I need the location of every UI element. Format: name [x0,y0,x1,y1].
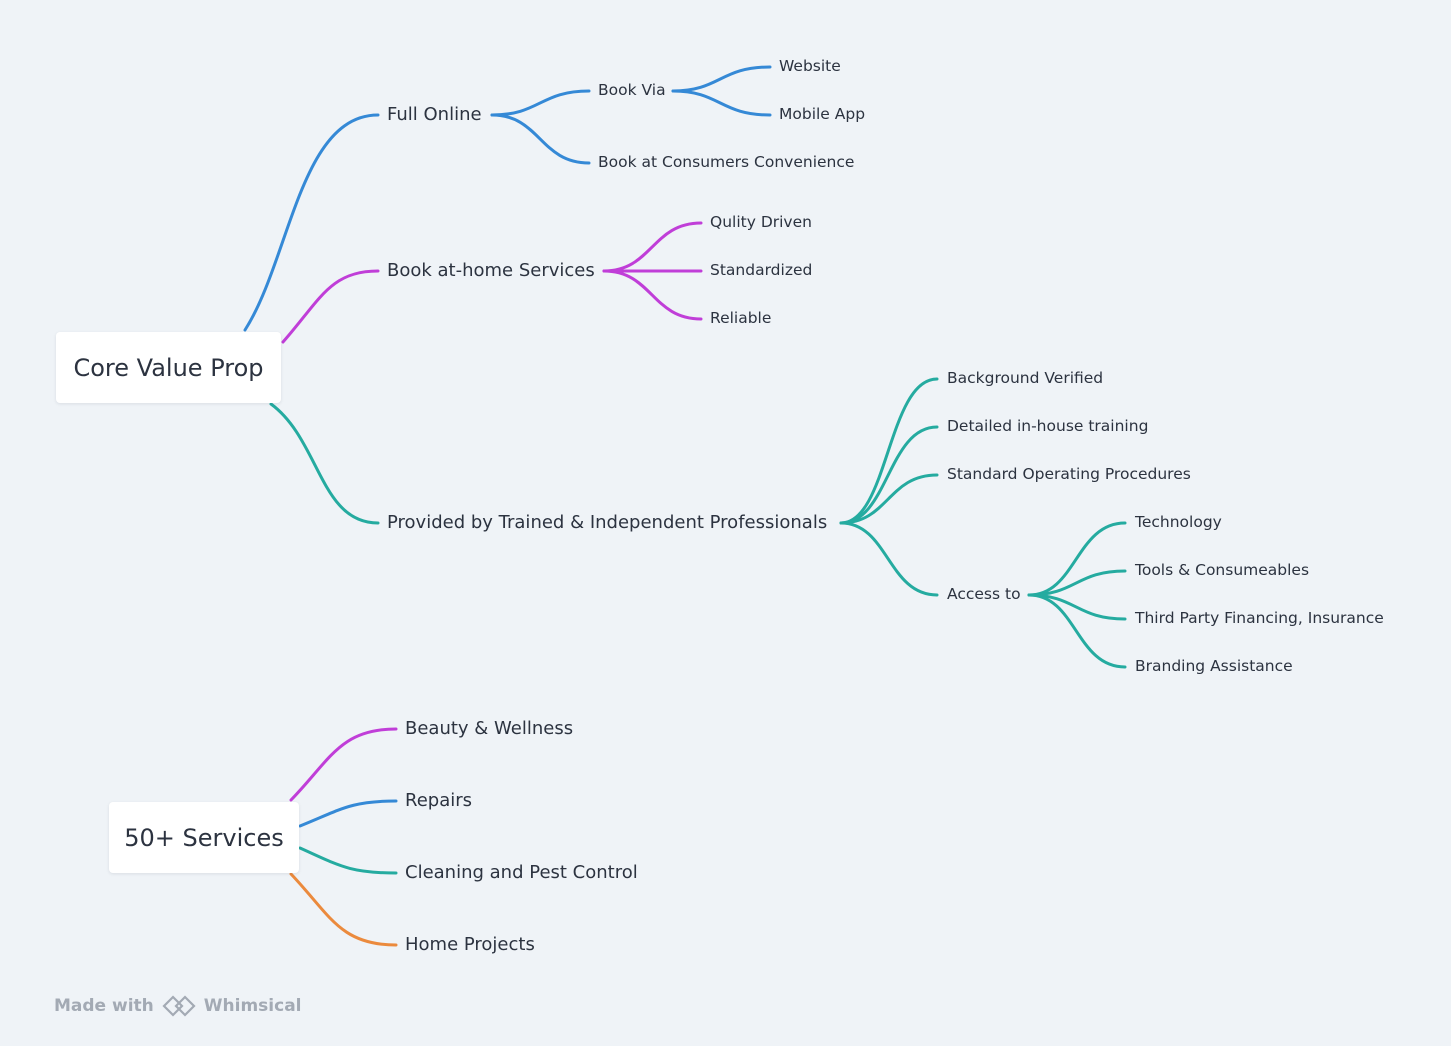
edge-services-home-projects [289,872,398,947]
edge-book-via-website [671,65,772,93]
root-node-label: 50+ Services [124,823,284,852]
node-home-projects[interactable]: Home Projects [405,934,535,955]
edge-core-book-at-home [281,269,380,344]
edge-access-branding [1027,593,1127,669]
edge-provided-sop [839,473,939,525]
made-with-whimsical-badge[interactable]: Made with Whimsical [54,993,302,1019]
edge-provided-background [839,377,939,525]
node-detailed-training[interactable]: Detailed in-house training [947,417,1149,435]
edge-provided-access [839,521,939,597]
edge-access-technology [1027,521,1127,597]
edge-at-home-reliable [602,269,703,321]
node-book-at-home-services[interactable]: Book at-home Services [387,260,595,281]
node-mobile-app[interactable]: Mobile App [779,105,866,123]
node-reliable[interactable]: Reliable [710,309,772,327]
edge-core-full-online [243,113,380,332]
node-tools-consumeables[interactable]: Tools & Consumeables [1135,561,1310,579]
whimsical-brand-label: Whimsical [203,996,302,1016]
edge-book-via-mobile-app [671,89,772,117]
node-standard-operating-procedures[interactable]: Standard Operating Procedures [947,465,1191,483]
node-standardized[interactable]: Standardized [710,261,813,279]
edge-services-cleaning [298,846,398,875]
node-cleaning-pest-control[interactable]: Cleaning and Pest Control [405,862,638,883]
node-website[interactable]: Website [779,57,841,75]
root-node-core-value-prop[interactable]: Core Value Prop [56,332,281,403]
edge-at-home-quality [602,221,703,273]
node-full-online[interactable]: Full Online [387,104,482,125]
edge-services-repairs [298,799,398,828]
node-background-verified[interactable]: Background Verified [947,369,1104,387]
made-with-label: Made with [54,996,154,1016]
node-branding-assistance[interactable]: Branding Assistance [1135,657,1293,675]
node-repairs[interactable]: Repairs [405,790,473,811]
node-provided-by-professionals[interactable]: Provided by Trained & Independent Profes… [387,512,828,533]
root-node-label: Core Value Prop [73,353,264,382]
node-third-party-financing[interactable]: Third Party Financing, Insurance [1135,609,1384,627]
edge-services-beauty [289,727,398,802]
node-quality-driven[interactable]: Qulity Driven [710,213,812,231]
root-node-50-services[interactable]: 50+ Services [109,802,299,873]
whimsical-logo-icon [160,993,198,1019]
node-book-at-consumers-convenience[interactable]: Book at Consumers Convenience [598,153,855,171]
edge-access-tools [1027,569,1127,597]
edge-full-online-book-convenience [490,113,591,165]
edge-core-provided-by [269,402,380,525]
edge-provided-training [839,425,939,525]
node-technology[interactable]: Technology [1135,513,1222,531]
node-beauty-wellness[interactable]: Beauty & Wellness [405,718,574,739]
node-access-to[interactable]: Access to [947,585,1021,603]
node-book-via[interactable]: Book Via [598,81,666,99]
edge-full-online-book-via [490,89,591,117]
